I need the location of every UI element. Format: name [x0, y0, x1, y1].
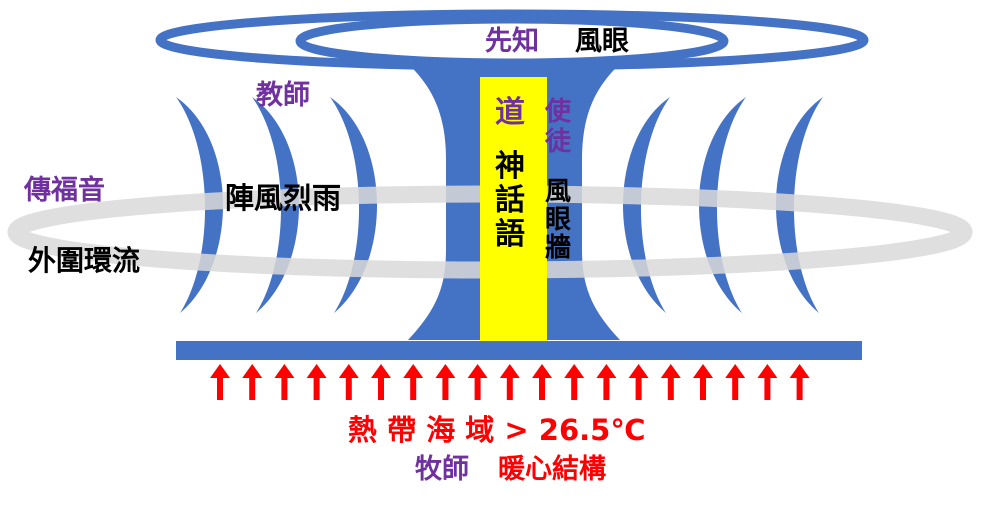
label-hua: 話 [495, 183, 525, 218]
up-arrow-icon [725, 364, 746, 400]
label-pastor: 牧師 [415, 454, 469, 485]
up-arrow-icon [789, 364, 810, 400]
word-column [480, 77, 547, 341]
label-dao: 道 [495, 95, 525, 130]
label-eyewall-2: 眼 [545, 205, 571, 235]
up-arrow-icon [210, 364, 230, 400]
heat-arrows [210, 364, 810, 400]
label-ocean-temp: 熱 帶 海 域 > 26.5℃ [348, 413, 645, 447]
label-rainband: 陣風烈雨 [225, 181, 341, 215]
up-arrow-icon [467, 364, 488, 400]
up-arrow-icon [660, 364, 681, 400]
label-apostle-1: 使 [544, 97, 572, 127]
outflow-inner-ring [295, 14, 729, 68]
up-arrow-icon [338, 364, 359, 400]
up-arrow-icon [403, 364, 424, 400]
label-yu: 語 [495, 217, 525, 252]
label-shen: 神 [495, 149, 525, 184]
label-gospel: 傳福音 [23, 174, 105, 206]
up-arrow-icon [274, 364, 295, 400]
up-arrow-icon [499, 364, 520, 400]
up-arrow-icon [628, 364, 649, 400]
up-arrow-icon [693, 364, 713, 400]
label-eyewall-3: 牆 [545, 233, 571, 263]
rainband-right-1 [622, 97, 670, 313]
label-teacher: 教師 [256, 80, 310, 111]
up-arrow-icon [564, 364, 585, 400]
up-arrow-icon [371, 364, 391, 400]
label-prophet: 先知 [485, 26, 539, 57]
ocean-base-bar [176, 341, 862, 360]
label-apostle-2: 徒 [544, 127, 572, 157]
up-arrow-icon [532, 364, 552, 400]
up-arrow-icon [435, 364, 456, 400]
label-eyewall-1: 風 [545, 177, 571, 207]
label-eye-top: 風眼 [575, 26, 629, 57]
up-arrow-icon [757, 364, 778, 400]
up-arrow-icon [596, 364, 617, 400]
label-warm-core: 暖心結構 [498, 453, 606, 485]
up-arrow-icon [306, 364, 327, 400]
label-outer-flow: 外圍環流 [28, 244, 140, 277]
rainband-left-3 [330, 97, 378, 313]
up-arrow-icon [242, 364, 263, 400]
